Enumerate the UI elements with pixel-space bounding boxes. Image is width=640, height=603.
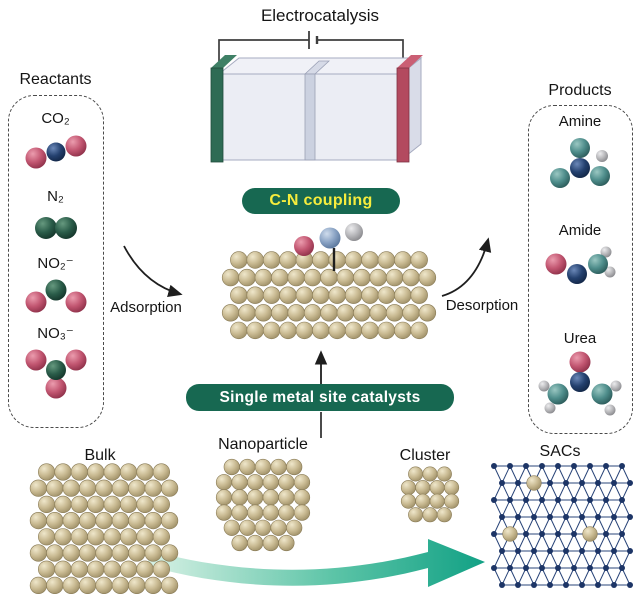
urea-molecule [538, 351, 622, 416]
product-label-amine: Amine [558, 113, 602, 130]
desorption-label: Desorption [445, 297, 519, 314]
amide-molecule [545, 246, 616, 284]
product-label-urea: Urea [563, 330, 597, 347]
battery-icon [308, 31, 319, 49]
co2-molecule [25, 135, 87, 169]
bulk-cluster-illustration [29, 463, 179, 594]
nanoparticle-cluster-illustration [215, 458, 311, 552]
reactant-label-no2: NO₂⁻ [37, 255, 74, 272]
sacs-lattice-illustration [491, 463, 633, 588]
small-cluster-illustration [400, 466, 460, 523]
adsorbed-cn-intermediate [294, 223, 363, 271]
cluster-label: Cluster [399, 447, 451, 464]
single-metal-site-badge: Single metal site catalysts [186, 384, 454, 411]
amine-molecule [550, 138, 610, 188]
catalyst-surface-slab [221, 251, 437, 340]
bulk-label: Bulk [84, 447, 116, 464]
adsorption-label: Adsorption [110, 299, 182, 316]
no3-molecule [25, 349, 87, 399]
scale-evolution-arrow [148, 539, 485, 587]
reactant-label-no3: NO₃⁻ [37, 325, 74, 342]
membrane [304, 73, 316, 161]
products-title: Products [548, 82, 612, 99]
adsorption-arrow [123, 245, 183, 297]
desorption-arrow [441, 237, 492, 297]
reactants-title: Reactants [19, 71, 92, 88]
anode-red-electrode [396, 55, 423, 163]
product-label-amide: Amide [558, 222, 602, 239]
cn-coupling-badge: C-N coupling [242, 188, 400, 214]
badge-to-slab-arrow [314, 350, 328, 385]
reactant-label-n2: N₂ [47, 188, 64, 205]
sacs-label: SACs [539, 443, 581, 460]
cathode-green-electrode [210, 55, 237, 163]
electrocatalysis-title: Electrocatalysis [260, 6, 380, 25]
reactant-label-co2: CO₂ [41, 110, 70, 127]
electrolysis-cell-illustration [210, 31, 423, 163]
nanoparticle-label: Nanoparticle [218, 436, 308, 453]
n2-molecule [35, 217, 77, 239]
no2-molecule [25, 279, 87, 313]
badge-connector-line [320, 412, 322, 438]
